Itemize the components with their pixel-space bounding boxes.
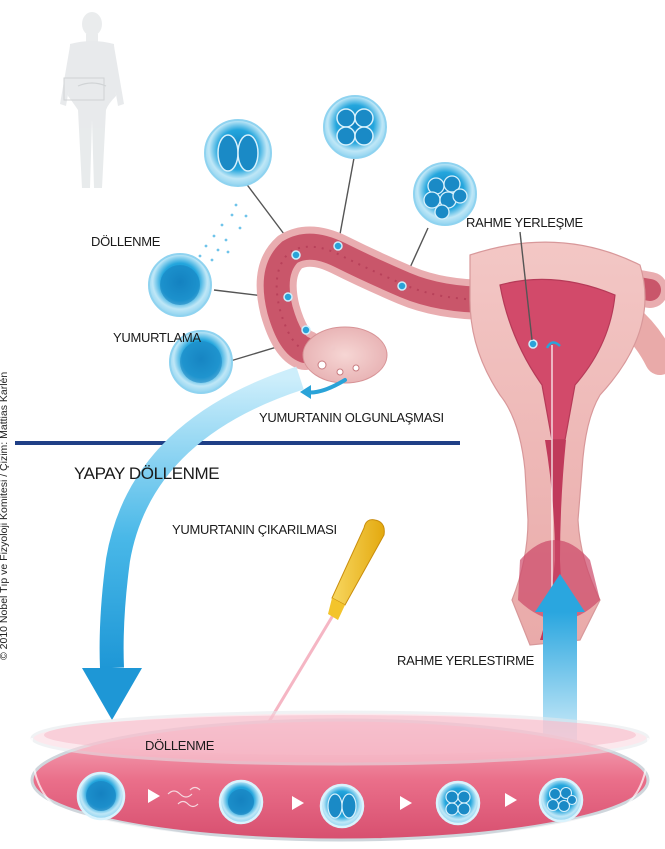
sperm-icon [199, 204, 248, 262]
big-down-arrow-head [82, 668, 142, 720]
label-egg-maturation: YUMURTANIN OLGUNLAŞMASI [259, 410, 444, 425]
dish-cell-two-cell [321, 785, 363, 827]
dish-cell-egg [78, 773, 124, 819]
dish-cell-four-cell [437, 782, 479, 824]
label-fertilization: DÖLLENME [91, 234, 160, 249]
label-egg-retrieval: YUMURTANIN ÇIKARILMASI [172, 522, 337, 537]
label-dish-fertilization: DÖLLENME [145, 738, 214, 753]
cell-four-cell [324, 96, 386, 158]
label-ivf-title: YAPAY DÖLLENME [74, 464, 219, 484]
label-implantation: RAHME YERLEŞME [466, 215, 583, 230]
cell-two-cell [205, 120, 271, 186]
dish-cell-fertilization [220, 781, 262, 823]
cell-fertilized-egg [149, 254, 211, 316]
dish-cell-morula [540, 779, 582, 821]
label-ovulation: YUMURTLAMA [113, 330, 201, 345]
fallopian-tube [277, 242, 490, 350]
label-embryo-transfer: RAHME YERLESTIRME [397, 653, 534, 668]
human-silhouette-icon [60, 12, 124, 188]
ovary [303, 327, 387, 383]
image-credit: © 2010 Nobel Tıp ve Fizyoloji Komitesi /… [0, 372, 10, 660]
